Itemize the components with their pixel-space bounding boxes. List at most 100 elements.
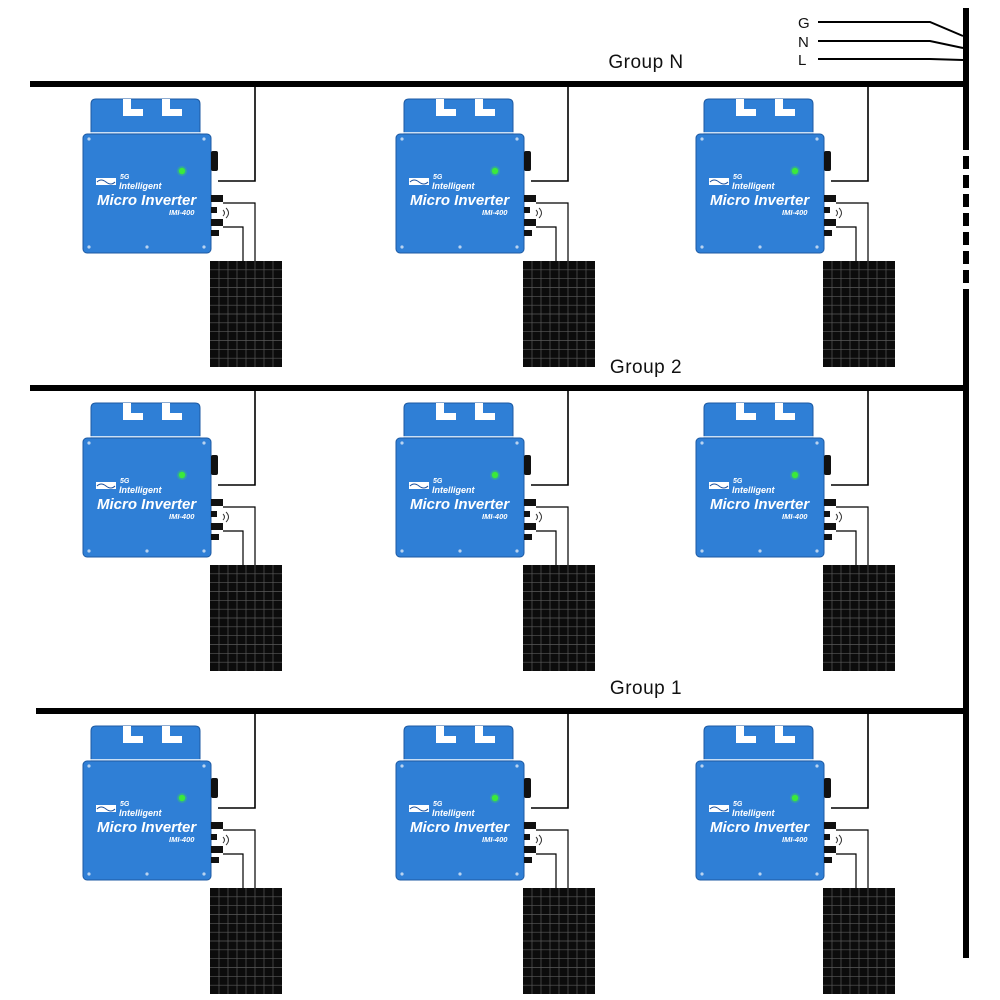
screw-icon	[515, 245, 519, 249]
bracket-slot	[475, 403, 495, 420]
bracket-slot	[736, 726, 756, 743]
dc-cable	[536, 530, 557, 581]
status-led-glow	[490, 166, 500, 176]
inverter-model-label: IMI-400	[782, 512, 808, 521]
status-led-glow	[177, 470, 187, 480]
screw-icon	[815, 441, 819, 445]
bracket-slot	[162, 99, 182, 116]
bus-dash-gap	[961, 207, 971, 213]
status-led-glow	[790, 470, 800, 480]
bracket-slot	[123, 726, 143, 743]
service-wire-l	[818, 58, 964, 61]
screw-icon	[87, 549, 91, 553]
screw-icon	[515, 764, 519, 768]
screw-icon	[700, 549, 704, 553]
ac-connector-icon	[824, 455, 831, 475]
mounting-bracket	[703, 402, 814, 441]
brand-logo-wave	[409, 806, 429, 812]
mounting-bracket	[703, 98, 814, 137]
dc-connector-icon	[824, 207, 830, 213]
screw-icon	[458, 549, 462, 553]
dc-connector-icon	[211, 219, 223, 226]
dc-cable	[836, 226, 857, 277]
ac-connector-icon	[524, 778, 531, 798]
bracket-slot	[775, 99, 795, 116]
status-led-glow	[490, 793, 500, 803]
dc-connector-icon	[211, 857, 219, 863]
bus-dash-gap	[961, 283, 971, 289]
dc-cable	[223, 829, 256, 904]
dc-cable	[536, 853, 557, 904]
dc-connector-icon	[211, 195, 223, 202]
inverter-model-label: IMI-400	[782, 835, 808, 844]
dc-connector-icon	[211, 230, 219, 236]
solar-panel	[210, 888, 282, 994]
status-led-glow	[177, 166, 187, 176]
screw-icon	[700, 245, 704, 249]
ac-cable	[531, 84, 569, 182]
dc-connector-icon	[824, 511, 830, 517]
dc-cable	[223, 853, 244, 904]
bus-dash-gap	[961, 226, 971, 232]
dc-connector-icon	[824, 822, 836, 829]
screw-icon	[145, 872, 149, 876]
screw-icon	[202, 137, 206, 141]
inverter-body	[82, 760, 212, 881]
screw-icon	[202, 549, 206, 553]
screw-icon	[202, 764, 206, 768]
network-badge: 5G	[120, 801, 130, 808]
screw-icon	[400, 872, 404, 876]
ac-connector-icon	[211, 778, 218, 798]
dc-connector-icon	[211, 534, 219, 540]
network-badge: 5G	[433, 174, 443, 181]
solar-panel	[523, 261, 595, 367]
mounting-bracket	[90, 402, 201, 441]
ac-cable	[218, 711, 256, 809]
screw-icon	[515, 441, 519, 445]
network-badge: 5G	[733, 801, 743, 808]
ac-cable	[218, 84, 256, 182]
inverter-label-intelligent: Intelligent	[432, 485, 476, 495]
bracket-slot	[162, 726, 182, 743]
screw-icon	[515, 137, 519, 141]
dc-connector-icon	[524, 523, 536, 530]
wireless-icon	[835, 511, 842, 523]
wireless-icon	[222, 834, 229, 846]
dc-connector-icon	[211, 499, 223, 506]
bracket-slot	[475, 726, 495, 743]
dc-cable	[836, 202, 869, 277]
screw-icon	[202, 441, 206, 445]
inverter-label-title: Micro Inverter	[97, 496, 197, 513]
inverter-label-intelligent: Intelligent	[432, 808, 476, 818]
status-led-icon	[178, 167, 186, 175]
inverter-body	[395, 760, 525, 881]
dc-connector-icon	[211, 523, 223, 530]
group-label: Group 2	[610, 357, 682, 378]
wireless-icon	[535, 511, 542, 523]
inverter-body	[82, 437, 212, 558]
mounting-bracket	[403, 98, 514, 137]
bracket-slot	[162, 403, 182, 420]
dc-cable	[836, 530, 857, 581]
dc-connector-icon	[524, 846, 536, 853]
status-led-glow	[490, 470, 500, 480]
network-badge: 5G	[733, 174, 743, 181]
screw-icon	[700, 441, 704, 445]
service-wire-g	[818, 21, 964, 37]
mounting-bracket	[403, 402, 514, 441]
inverter-label-title: Micro Inverter	[97, 819, 197, 836]
solar-panel	[523, 565, 595, 671]
dc-connector-icon	[824, 857, 832, 863]
status-led-icon	[791, 471, 799, 479]
dc-connector-icon	[524, 230, 532, 236]
screw-icon	[400, 245, 404, 249]
inverter-label-intelligent: Intelligent	[119, 808, 163, 818]
solar-panel	[210, 261, 282, 367]
